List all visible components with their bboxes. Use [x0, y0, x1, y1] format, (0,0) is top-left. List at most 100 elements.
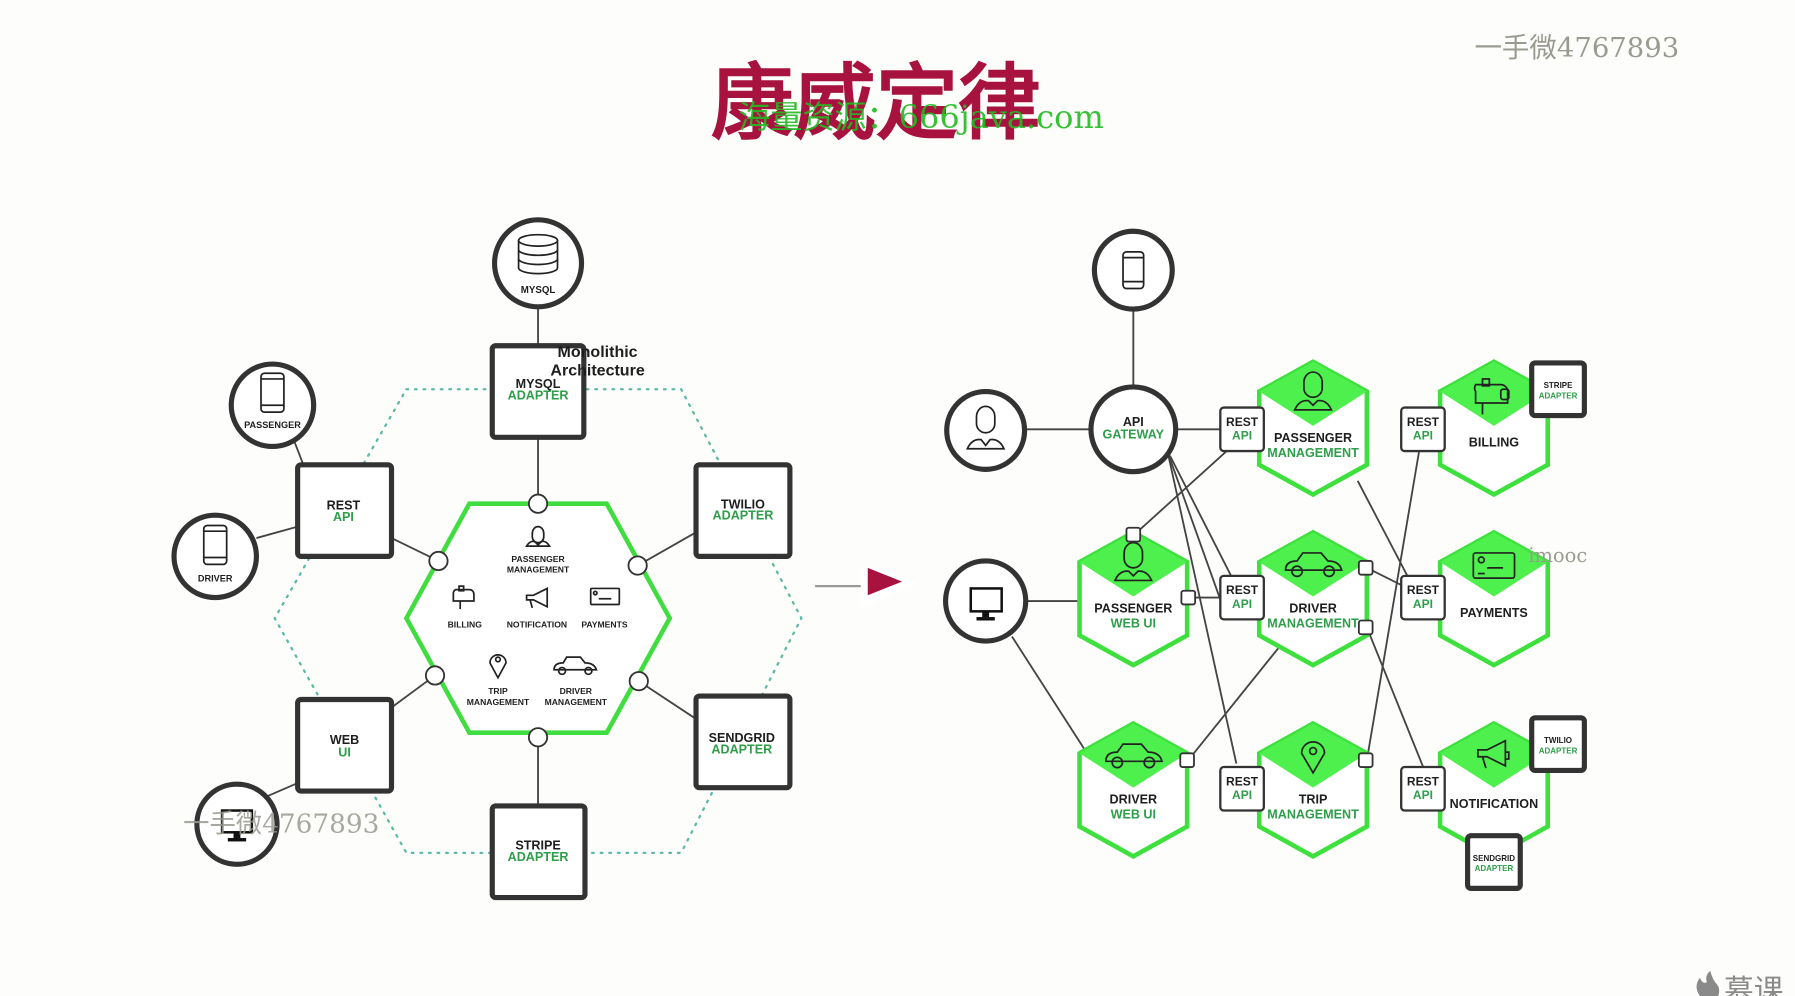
- module-label: BILLING: [448, 619, 483, 629]
- service-label: PASSENGER: [1094, 601, 1172, 615]
- service-billing[interactable]: BILLING: [1437, 359, 1551, 498]
- play-arrow-icon: [867, 567, 903, 596]
- megaphone-icon: [1477, 739, 1510, 769]
- phone-icon: [260, 372, 285, 413]
- adapter-sublabel: API: [333, 510, 354, 524]
- adapter-sublabel: ADAPTER: [711, 742, 772, 756]
- module-payments: PAYMENTS: [581, 587, 628, 629]
- port: [424, 665, 446, 686]
- rest-api-label: REST: [1407, 774, 1440, 788]
- module-label: PASSENGER: [511, 554, 565, 564]
- adapter-label: STRIPE: [1544, 381, 1574, 390]
- phone-icon: [1122, 251, 1145, 290]
- adapter-label: STRIPE: [515, 838, 560, 852]
- rest-api-box: REST API: [295, 462, 395, 559]
- phone-icon: [202, 524, 228, 566]
- passenger-label: PASSENGER: [244, 420, 301, 430]
- module-trip-management: TRIP MANAGEMENT: [467, 654, 530, 707]
- person-icon: [525, 525, 552, 547]
- outer-boundary: [273, 388, 803, 855]
- service-sublabel: MANAGEMENT: [1267, 446, 1359, 460]
- monolith-core-hexagon: [403, 501, 673, 735]
- adapter-label: MYSQL: [516, 377, 561, 391]
- module-label: PAYMENTS: [581, 619, 628, 629]
- monitor-icon: [220, 809, 254, 842]
- database-icon: [517, 233, 559, 275]
- module-label: NOTIFICATION: [507, 619, 567, 629]
- mobile-client-node: [1091, 228, 1175, 312]
- port: [527, 493, 549, 514]
- service-hexagon-top: [1079, 723, 1188, 788]
- user-client-node: [944, 388, 1028, 472]
- person-icon: [966, 405, 1006, 450]
- adapter-label: TWILIO: [1544, 736, 1572, 745]
- service-sublabel: WEB UI: [1111, 616, 1156, 630]
- monolith-edges: [256, 309, 697, 806]
- driver-node: DRIVER: [171, 512, 260, 601]
- service-hexagon-top: [1440, 361, 1548, 426]
- adapter-sublabel: ADAPTER: [508, 389, 569, 403]
- rest-api-sublabel: API: [1232, 597, 1252, 611]
- service-hexagon-top: [1259, 532, 1367, 597]
- port: [627, 555, 648, 576]
- flame-icon: [1696, 970, 1720, 996]
- monolith-caption-line2: Architecture: [550, 362, 644, 380]
- rest-api-frame: [1219, 574, 1265, 621]
- module-label: MANAGEMENT: [545, 697, 608, 707]
- adapter-label: SENDGRID: [1473, 854, 1515, 863]
- rest-api-label: REST: [1226, 583, 1259, 597]
- port: [1357, 752, 1374, 768]
- service-label: PAYMENTS: [1460, 606, 1528, 620]
- service-hexagon-top: [1259, 361, 1367, 426]
- mailbox-icon: [452, 585, 475, 610]
- rest-api-frame: [1219, 406, 1265, 453]
- microservices-diagram: API GATEWAY PASSENGERMANAGEMENTBILLINGPA…: [943, 228, 1587, 891]
- port: [1357, 619, 1374, 636]
- service-hexagon-top: [1259, 723, 1367, 788]
- watermark-bottom-left: 一手微4767893: [183, 809, 379, 839]
- module-driver-management: DRIVER MANAGEMENT: [545, 656, 608, 707]
- rest-api-layer: RESTAPIRESTAPIRESTAPIRESTAPIRESTAPIRESTA…: [1219, 406, 1446, 812]
- service-payments[interactable]: PAYMENTS: [1437, 529, 1551, 668]
- watermark-overlay: 海量资源：666java.com: [738, 98, 1103, 136]
- port: [1125, 526, 1142, 543]
- api-gateway-node[interactable]: API GATEWAY: [1088, 384, 1179, 475]
- slide-title: 康威定律: [711, 56, 1041, 152]
- service-hexagon-top: [1079, 532, 1188, 597]
- rest-api-sublabel: API: [1413, 429, 1433, 443]
- person-icon: [1293, 371, 1333, 411]
- sendgrid-adapter-box: SENDGRID ADAPTER: [693, 693, 793, 791]
- module-notification: NOTIFICATION: [507, 587, 567, 629]
- service-sublabel: WEB UI: [1111, 808, 1156, 822]
- service-hexagon-top: [1440, 532, 1548, 597]
- adapter-sublabel: UI: [338, 746, 351, 760]
- service-label: PASSENGER: [1274, 431, 1352, 445]
- mailbox-icon: [1473, 378, 1510, 415]
- driver-label: DRIVER: [198, 574, 233, 584]
- rest-api-label: REST: [1226, 415, 1259, 429]
- adapter-sublabel: ADAPTER: [508, 850, 569, 864]
- port-layer: [1125, 526, 1374, 768]
- port: [1179, 752, 1195, 768]
- adapter-frame: [1529, 360, 1587, 419]
- module-label: TRIP: [488, 686, 508, 696]
- rest-api-frame: [1219, 765, 1265, 812]
- module-label: DRIVER: [560, 686, 593, 696]
